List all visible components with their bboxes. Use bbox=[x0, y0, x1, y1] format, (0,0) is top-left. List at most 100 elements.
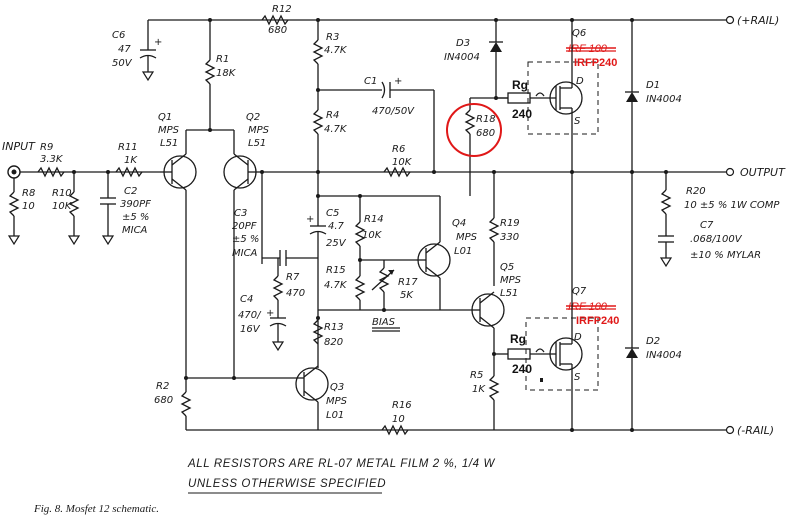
c5-value: 4.7 bbox=[328, 221, 345, 232]
c3-value: 20PF bbox=[232, 221, 257, 232]
r12-ref: R12 bbox=[272, 4, 292, 15]
q7-pin-d: D bbox=[574, 332, 582, 343]
q2-transistor bbox=[223, 130, 262, 191]
q4-part: MPS bbox=[456, 232, 478, 243]
d1-part: IN4004 bbox=[646, 94, 682, 105]
q6-mosfet bbox=[535, 64, 583, 134]
q6-pin-d: D bbox=[576, 76, 584, 87]
r12-resistor bbox=[261, 14, 289, 26]
q3-part: MPS bbox=[326, 396, 348, 407]
r11-resistor bbox=[115, 166, 143, 178]
d1-ref: D1 bbox=[646, 80, 660, 91]
r3-ref: R3 bbox=[326, 32, 339, 43]
r17-value: 5K bbox=[400, 290, 414, 301]
r19-ref: R19 bbox=[500, 218, 520, 229]
r19-resistor bbox=[488, 217, 500, 243]
r2-ref: R2 bbox=[156, 381, 169, 392]
c6-plus: + bbox=[154, 37, 162, 48]
r1-value: 18K bbox=[216, 68, 237, 79]
r3-value: 4.7K bbox=[324, 45, 348, 56]
c1-capacitor bbox=[381, 81, 391, 99]
c4-volt: 16V bbox=[240, 324, 261, 335]
c5-ref: C5 bbox=[326, 208, 339, 219]
r8-resistor bbox=[8, 191, 20, 217]
positive-rail-wire bbox=[148, 15, 735, 25]
r10-value: 10K bbox=[52, 201, 73, 212]
r20-resistor bbox=[660, 189, 672, 215]
c4-ref: C4 bbox=[240, 294, 253, 305]
c7-ref: C7 bbox=[700, 220, 714, 231]
c3-type: MICA bbox=[232, 248, 258, 259]
c7-capacitor bbox=[658, 235, 674, 243]
c2-tol: ±5 % bbox=[122, 212, 149, 223]
q2-sub: L51 bbox=[248, 138, 266, 149]
r9-resistor bbox=[37, 166, 65, 178]
r5-resistor bbox=[488, 375, 500, 401]
r15-resistor bbox=[354, 275, 366, 301]
c3-ref: C3 bbox=[234, 208, 247, 219]
d2-ref: D2 bbox=[646, 336, 660, 347]
q6-ref: Q6 bbox=[572, 28, 586, 39]
r5-value: 1K bbox=[472, 384, 486, 395]
svg-text:IRF 100: IRF 100 bbox=[568, 43, 608, 55]
negative-rail-wire bbox=[186, 425, 735, 435]
r2-value: 680 bbox=[154, 395, 173, 406]
ground-symbol-c7 bbox=[659, 257, 673, 268]
r11-ref: R11 bbox=[118, 142, 138, 153]
r6-resistor bbox=[383, 166, 411, 178]
output-wire bbox=[262, 167, 735, 177]
r18-ref: R18 bbox=[476, 114, 496, 125]
r17-potentiometer bbox=[371, 267, 395, 293]
ground-symbol-c4 bbox=[271, 341, 285, 352]
q7-box bbox=[525, 317, 599, 391]
q1-ref: Q1 bbox=[158, 112, 172, 123]
q7-pin-s: S bbox=[574, 372, 581, 383]
r18-resistor bbox=[464, 109, 476, 135]
q5-sub: L51 bbox=[500, 288, 518, 299]
ground-symbol-c6 bbox=[141, 71, 155, 82]
r13-ref: R13 bbox=[324, 322, 344, 333]
c1-ref: C1 bbox=[364, 76, 377, 87]
c7-value: .068/100V bbox=[690, 234, 743, 245]
c2-value: 390PF bbox=[120, 199, 151, 210]
output-label: OUTPUT bbox=[740, 166, 786, 179]
r8-value: 10 bbox=[22, 201, 35, 212]
bias-label: BIAS bbox=[372, 317, 396, 328]
positive-rail-label: (+RAIL) bbox=[737, 14, 779, 27]
c5-plus: + bbox=[306, 214, 314, 225]
c6-capacitor bbox=[139, 49, 157, 59]
d3-diode bbox=[489, 41, 503, 52]
r4-value: 4.7K bbox=[324, 124, 348, 135]
r9-ref: R9 bbox=[40, 142, 53, 153]
r12-value: 680 bbox=[268, 25, 287, 36]
q4-transistor bbox=[416, 241, 451, 279]
q3-transistor bbox=[295, 365, 329, 403]
r20-value: 10 ±5 % 1W COMP bbox=[684, 200, 780, 211]
q5-transistor bbox=[471, 291, 505, 329]
r4-ref: R4 bbox=[326, 110, 339, 121]
c6-volt: 50V bbox=[112, 58, 133, 69]
r7-value: 470 bbox=[286, 288, 305, 299]
q6-box bbox=[527, 61, 599, 135]
q6-pin-s: S bbox=[574, 116, 581, 127]
rg-bottom-resistor bbox=[507, 348, 531, 360]
q1-part: MPS bbox=[158, 125, 180, 136]
q1-transistor bbox=[160, 130, 197, 191]
r15-value: 4.7K bbox=[324, 280, 348, 291]
q6-new-part: IRFP240 bbox=[574, 57, 617, 69]
r6-value: 10K bbox=[392, 157, 413, 168]
c7-tol: ±10 % MYLAR bbox=[690, 250, 761, 261]
c1-value: 470/50V bbox=[372, 106, 415, 117]
q5-ref: Q5 bbox=[500, 262, 514, 273]
d2-diode bbox=[625, 347, 639, 358]
c3-tol: ±5 % bbox=[232, 234, 259, 245]
r7-ref: R7 bbox=[286, 272, 300, 283]
r6-ref: R6 bbox=[392, 144, 405, 155]
r10-ref: R10 bbox=[52, 188, 72, 199]
q2-ref: Q2 bbox=[246, 112, 260, 123]
r5-ref: R5 bbox=[470, 370, 483, 381]
r1-ref: R1 bbox=[216, 54, 229, 65]
d3-part: IN4004 bbox=[444, 52, 480, 63]
c5-volt: 25V bbox=[326, 238, 347, 249]
